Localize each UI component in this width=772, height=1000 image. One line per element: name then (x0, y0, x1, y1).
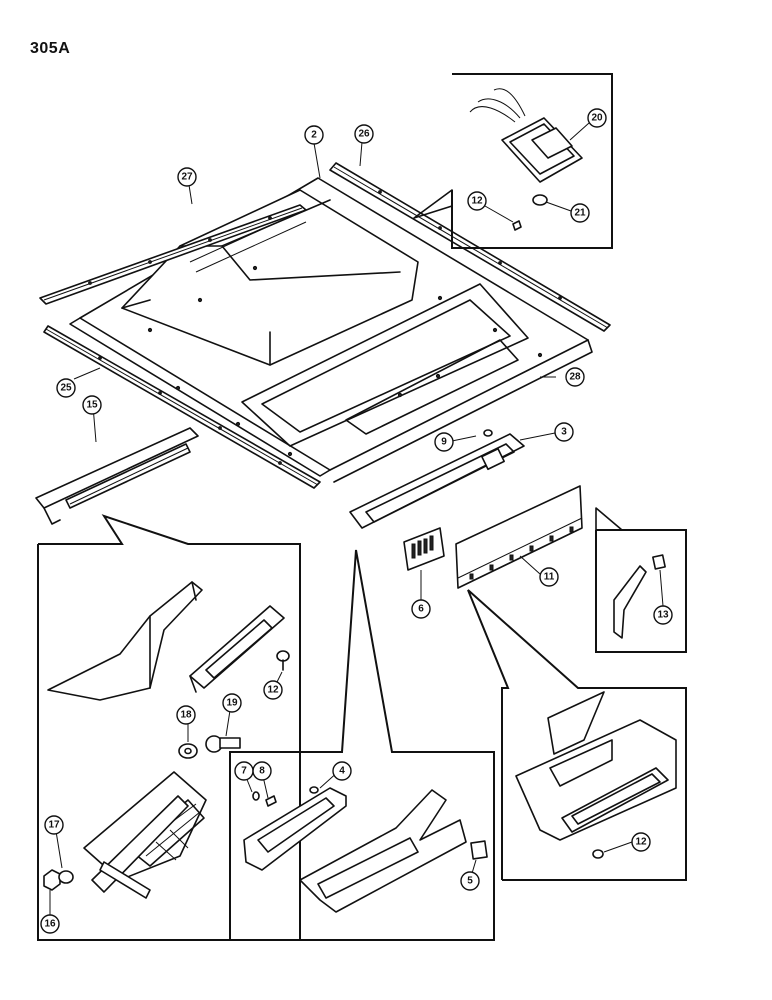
svg-text:12: 12 (635, 837, 647, 848)
inset-box-trim-detail (229, 549, 495, 941)
callout-19: 19 (222, 693, 242, 713)
inset-box-bracket (595, 507, 687, 653)
callout-7: 7 (234, 761, 254, 781)
svg-text:8: 8 (259, 766, 265, 777)
svg-text:7: 7 (241, 766, 247, 777)
callout-26: 26 (354, 124, 374, 144)
svg-text:15: 15 (86, 400, 98, 411)
callout-12-rear: 12 (631, 832, 651, 852)
callout-13: 13 (653, 605, 673, 625)
callout-12-light: 12 (467, 191, 487, 211)
inset-box-light (413, 73, 613, 249)
callout-11: 11 (539, 567, 559, 587)
svg-text:25: 25 (60, 383, 72, 394)
callout-25: 25 (56, 378, 76, 398)
callout-2: 2 (304, 125, 324, 145)
callout-8: 8 (252, 761, 272, 781)
callout-5: 5 (460, 871, 480, 891)
svg-text:17: 17 (48, 820, 60, 831)
front-strip-25 (43, 325, 321, 489)
callout-15: 15 (82, 395, 102, 415)
svg-text:12: 12 (267, 685, 279, 696)
front-trim-3 (349, 429, 525, 529)
svg-text:28: 28 (569, 372, 581, 383)
svg-text:16: 16 (44, 919, 56, 930)
svg-text:19: 19 (226, 698, 238, 709)
callout-9: 9 (434, 432, 454, 452)
svg-text:26: 26 (358, 129, 370, 140)
svg-text:13: 13 (657, 610, 669, 621)
callout-18: 18 (176, 705, 196, 725)
side-strip-27 (39, 204, 307, 305)
inset-box-vent-detail (37, 514, 301, 941)
switch-6 (403, 527, 445, 571)
svg-text:18: 18 (180, 710, 192, 721)
svg-text:9: 9 (441, 437, 447, 448)
callout-21: 21 (570, 203, 590, 223)
callout-20: 20 (587, 108, 607, 128)
svg-text:4: 4 (339, 766, 345, 777)
svg-text:21: 21 (574, 208, 586, 219)
svg-text:12: 12 (471, 196, 483, 207)
svg-text:2: 2 (311, 130, 317, 141)
svg-text:3: 3 (561, 427, 567, 438)
svg-text:11: 11 (544, 572, 555, 583)
callout-6: 6 (411, 599, 431, 619)
callout-12-vent: 12 (263, 680, 283, 700)
strip-11 (455, 485, 583, 589)
svg-text:5: 5 (467, 876, 473, 887)
page-title: 305A (30, 40, 71, 57)
callout-16: 16 (40, 914, 60, 934)
callout-28: 28 (565, 367, 585, 387)
svg-text:6: 6 (418, 604, 424, 615)
callout-3: 3 (554, 422, 574, 442)
roof-panel (69, 177, 593, 483)
inset-box-rear-trim (467, 589, 687, 881)
callout-17: 17 (44, 815, 64, 835)
svg-text:20: 20 (591, 113, 603, 124)
svg-text:27: 27 (181, 172, 193, 183)
callout-4: 4 (332, 761, 352, 781)
callout-27: 27 (177, 167, 197, 187)
vent-15 (35, 427, 199, 525)
